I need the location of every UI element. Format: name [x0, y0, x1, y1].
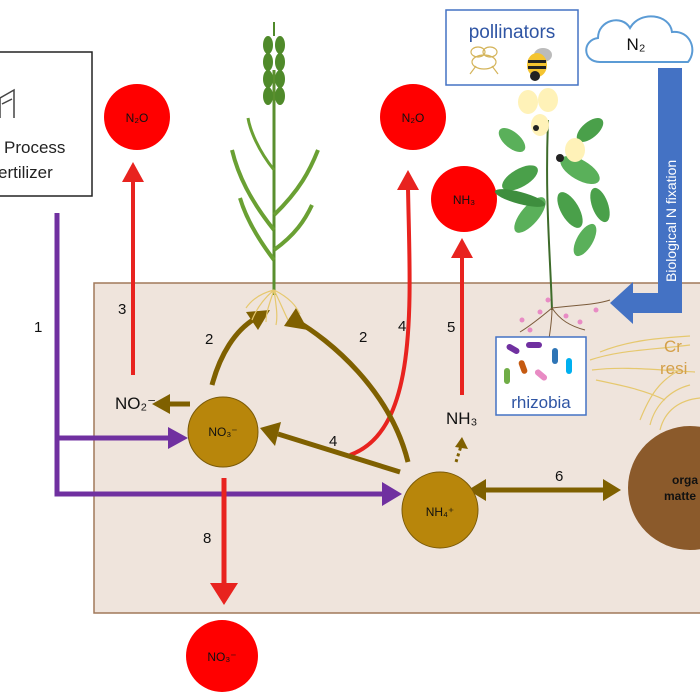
organic-line2: matte [664, 489, 696, 503]
nh4-pool [401, 471, 479, 549]
n2-label: N₂ [627, 35, 646, 54]
fertilizer-line1: Process [4, 138, 65, 157]
pollinators-label: pollinators [469, 22, 556, 43]
pathway-6: 6 [555, 468, 563, 485]
rhizobia-label: rhizobia [511, 393, 571, 412]
bee-outline-icon [469, 46, 499, 75]
pathway-5: 5 [447, 319, 455, 336]
n2o-emission-right [380, 84, 446, 150]
pathway-2-right: 2 [359, 329, 367, 346]
fertilizer-line2: ertilizer [0, 163, 53, 182]
olive-arrowheads [152, 308, 621, 501]
pathway-4-mid: 4 [329, 433, 337, 450]
crop-residue-line2: resi [660, 359, 687, 378]
organic-line1: orga [672, 473, 698, 487]
nh3-emission [431, 166, 497, 232]
no3-leached [186, 620, 258, 692]
crop-residue-line1: Cr [664, 337, 682, 356]
pathway-8: 8 [203, 530, 211, 547]
bnf-arrow: Biological N fixation [610, 68, 682, 324]
n2-cloud-icon: N₂ [585, 15, 694, 63]
factory-icon [0, 88, 15, 118]
fertilizer-box: Process ertilizer [0, 51, 93, 197]
olive-arrows [168, 315, 608, 493]
bnf-label: Biological N fixation [663, 160, 679, 282]
nh4-pool-label: NH₄⁺ [426, 505, 455, 519]
crop-residue-icon [589, 335, 700, 431]
n2o-left-label: N₂O [126, 111, 149, 125]
wheat-plant-icon [230, 22, 320, 326]
fertilizer-arrows [54, 213, 402, 506]
no3-leached-label: NO₃⁻ [207, 650, 236, 664]
nh3-emission-label: NH₃ [453, 193, 475, 207]
bee-icon [527, 48, 552, 81]
pathway-2-left: 2 [205, 331, 213, 348]
pathway-4-top: 4 [398, 318, 406, 335]
rhizobia-box: rhizobia [495, 336, 587, 416]
n2o-emission-left [104, 84, 170, 150]
pathway-3: 3 [118, 301, 126, 318]
soil-area [93, 282, 700, 614]
nh3-soil-label: NH₃ [446, 409, 477, 428]
pathway-1: 1 [34, 319, 42, 336]
no3-pool [187, 396, 259, 468]
legume-plant-icon [494, 88, 611, 346]
pathway-numbers: 1 2 2 3 4 4 5 6 8 [34, 301, 563, 547]
red-arrows [122, 162, 473, 605]
organic-matter-pool [628, 426, 700, 550]
no2-label: NO₂⁻ [115, 394, 156, 413]
pollinators-box: pollinators [445, 9, 579, 86]
n2o-right-label: N₂O [402, 111, 425, 125]
no3-pool-label: NO₃⁻ [208, 425, 237, 439]
